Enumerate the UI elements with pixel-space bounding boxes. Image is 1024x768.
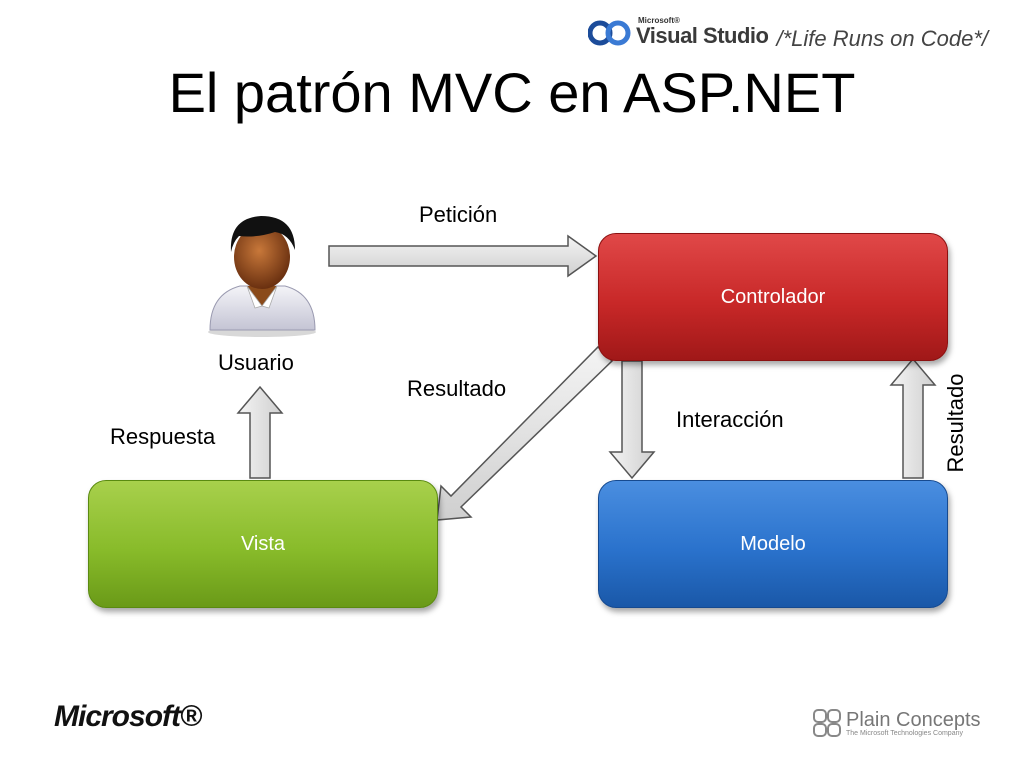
brand-name: Visual Studio [636,23,769,48]
brand-micro: Microsoft® [638,16,680,25]
response-arrow [236,385,284,479]
controller-node: Controlador [598,233,948,361]
result-to-view-arrow [436,345,614,521]
user-label: Usuario [218,350,294,375]
plain-concepts-tagline: The Microsoft Technologies Company [846,729,963,737]
controller-label: Controlador [720,285,826,308]
visual-studio-wordmark: Microsoft® Visual Studio [636,14,769,49]
user-avatar-icon [205,212,320,337]
visual-studio-logo-icon [587,18,632,48]
interaction-arrow [608,360,656,480]
view-label: Vista [240,532,286,555]
response-label: Respuesta [110,424,216,449]
model-label: Modelo [740,532,806,555]
plain-concepts-name: Plain Concepts [846,708,981,731]
visual-studio-brand: Microsoft® Visual Studio /*Life Runs on … [587,14,989,54]
model-node: Modelo [598,480,948,608]
request-arrow [328,234,598,278]
request-label: Petición [419,202,498,227]
interaction-label: Interacción [676,407,784,432]
plain-concepts-logo-icon [813,709,841,737]
plain-concepts-brand: Plain Concepts The Microsoft Technologie… [812,708,981,738]
brand-tagline: /*Life Runs on Code*/ [776,26,989,51]
view-node: Vista [88,480,438,608]
result-to-view-label: Resultado [407,376,507,401]
slide-title: El patrón MVC en ASP.NET [168,61,856,124]
microsoft-logo: Microsoft® [54,700,202,733]
result-to-controller-arrow [889,357,937,479]
result-to-controller-label: Resultado [943,373,968,473]
